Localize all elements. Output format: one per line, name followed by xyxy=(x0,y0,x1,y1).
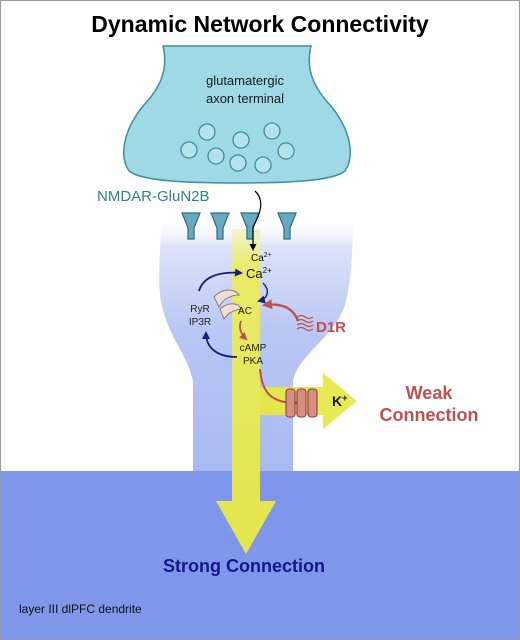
calcium-large-sup: 2+ xyxy=(263,266,272,275)
vesicle xyxy=(229,154,247,172)
potassium-sup: + xyxy=(342,393,347,403)
k-channel-icon xyxy=(285,388,318,418)
vesicle xyxy=(232,131,250,149)
camp-label: cAMP xyxy=(240,343,267,354)
d1r-label: D1R xyxy=(316,319,346,336)
vesicle xyxy=(277,142,295,160)
ryr-channel-icon xyxy=(213,289,242,321)
weak-connection-line2: Connection xyxy=(380,405,479,425)
nmdar-channel-icon xyxy=(181,212,201,240)
ryr-to-calcium-arrow xyxy=(198,268,243,292)
vesicle xyxy=(198,123,216,141)
pka-to-ryr-arrow xyxy=(202,331,238,358)
ac-label: AC xyxy=(238,306,252,317)
weak-connection-line1: Weak xyxy=(406,383,454,403)
calcium-small-base: Ca xyxy=(251,253,264,264)
calcium-small-sup: 2+ xyxy=(264,252,272,259)
vesicle xyxy=(263,122,281,140)
figure-title: Dynamic Network Connectivity xyxy=(91,11,429,37)
potassium-label: K+ xyxy=(332,393,347,409)
nmdar-channels xyxy=(181,212,297,240)
strong-connection-arrow xyxy=(216,229,276,554)
d1r-to-ac-arrow xyxy=(262,299,300,322)
calcium-large-base: Ca xyxy=(246,266,263,281)
vesicle xyxy=(254,156,272,174)
vesicle xyxy=(180,141,198,159)
calcium-to-ac-arrow xyxy=(257,282,269,304)
calcium-entry-arrow xyxy=(249,190,262,251)
strong-connection-label: Strong Connection xyxy=(163,556,325,576)
synaptic-vesicles xyxy=(180,122,295,174)
potassium-base: K xyxy=(332,393,342,409)
vesicle xyxy=(207,147,225,165)
ac-to-camp-arrow xyxy=(238,320,248,341)
nmdar-label: NMDAR-GluN2B xyxy=(97,188,210,205)
d1r-receptor-icon xyxy=(296,314,314,332)
pka-label: PKA xyxy=(243,356,263,367)
ryr-label-line2: IP3R xyxy=(189,317,211,328)
ryr-label-line1: RyR xyxy=(190,304,209,315)
axon-label-line1: glutamatergic xyxy=(206,73,285,88)
dendrite-label: layer III dlPFC dendrite xyxy=(19,602,142,616)
nmdar-channel-icon xyxy=(277,212,297,240)
axon-label-line2: axon terminal xyxy=(206,91,284,106)
nmdar-channel-icon xyxy=(210,212,230,240)
calcium-small-label: Ca2+ xyxy=(251,252,272,264)
calcium-large-label: Ca2+ xyxy=(246,266,272,281)
